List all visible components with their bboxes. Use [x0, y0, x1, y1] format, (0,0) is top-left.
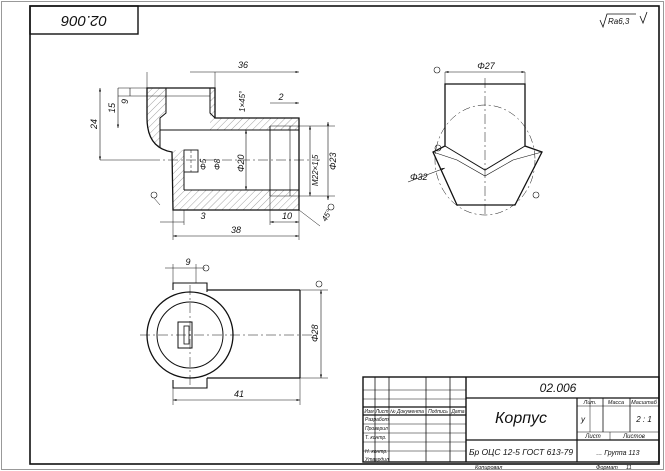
dim-24: 24	[89, 119, 99, 130]
col-sign: Подпись	[428, 409, 448, 415]
format-label: Формат	[596, 465, 618, 471]
plan-dim-41: 41	[234, 389, 244, 399]
lit-value: у	[580, 415, 586, 424]
sheet-label: Лист	[584, 434, 600, 440]
scale-value: 2 : 1	[635, 415, 652, 424]
group-label: ... Группа 113	[596, 450, 639, 457]
dim-d5: Φ5	[199, 158, 208, 170]
title-block	[362, 376, 660, 463]
dim-36: 36	[238, 60, 248, 70]
dim-2: 2	[277, 92, 283, 102]
part-name: Корпус	[495, 410, 547, 427]
dim-d27: Φ27	[477, 61, 496, 71]
plan-dim-d28: Φ28	[310, 324, 320, 342]
material: Бр ОЦС 12-5 ГОСТ 613-79	[469, 447, 573, 457]
col-list: Лист	[375, 409, 389, 415]
dim-d23: Φ23	[328, 152, 338, 170]
row-approve: Утвердил	[365, 457, 389, 463]
header-scale: Масштаб	[631, 400, 658, 406]
row-tcontrol: Т. контр.	[365, 435, 387, 441]
inner-frame	[29, 5, 660, 465]
header-mass: Масса	[608, 400, 624, 406]
inverted-code-box	[29, 5, 139, 35]
dim-15: 15	[107, 102, 117, 113]
dim-thread: M22×1,5	[311, 154, 320, 186]
svg-text:Ra6,3: Ra6,3	[608, 17, 630, 26]
dim-38: 38	[231, 225, 241, 235]
col-doc: № Документа	[390, 409, 424, 415]
section-view: 36 1×45° 2 9 15 24 Φ5 Φ8 Φ20 M22×1,5 Φ23…	[89, 60, 338, 240]
col-date: Дата	[450, 409, 464, 415]
dim-d32: Φ32	[410, 172, 428, 182]
format-value: 11	[626, 465, 632, 471]
sheets-label: Листов	[622, 434, 645, 440]
row-check: Проверил	[365, 426, 388, 432]
dim-d8: Φ8	[213, 158, 222, 170]
dim-chamfer: 1×45°	[238, 90, 247, 112]
row-ncontrol: Н. контр.	[365, 449, 388, 455]
col-izm: Изм	[364, 409, 374, 415]
copied-label: Копировал	[475, 465, 502, 471]
tip-view: Φ27 Φ32	[407, 61, 543, 216]
plan-view: 9 Φ28 41	[140, 257, 328, 405]
roughness-symbol: Ra6,3	[599, 11, 648, 29]
dim-10: 10	[282, 211, 292, 221]
header-lit: Лит.	[583, 400, 597, 406]
inverted-code: 02.006	[60, 12, 107, 29]
doc-code: 02.006	[540, 381, 577, 395]
row-develop: Разработ.	[365, 417, 390, 423]
dim-3: 3	[200, 211, 205, 221]
dim-9: 9	[120, 99, 130, 104]
plan-dim-9: 9	[185, 257, 190, 267]
dim-d20: Φ20	[236, 154, 246, 172]
